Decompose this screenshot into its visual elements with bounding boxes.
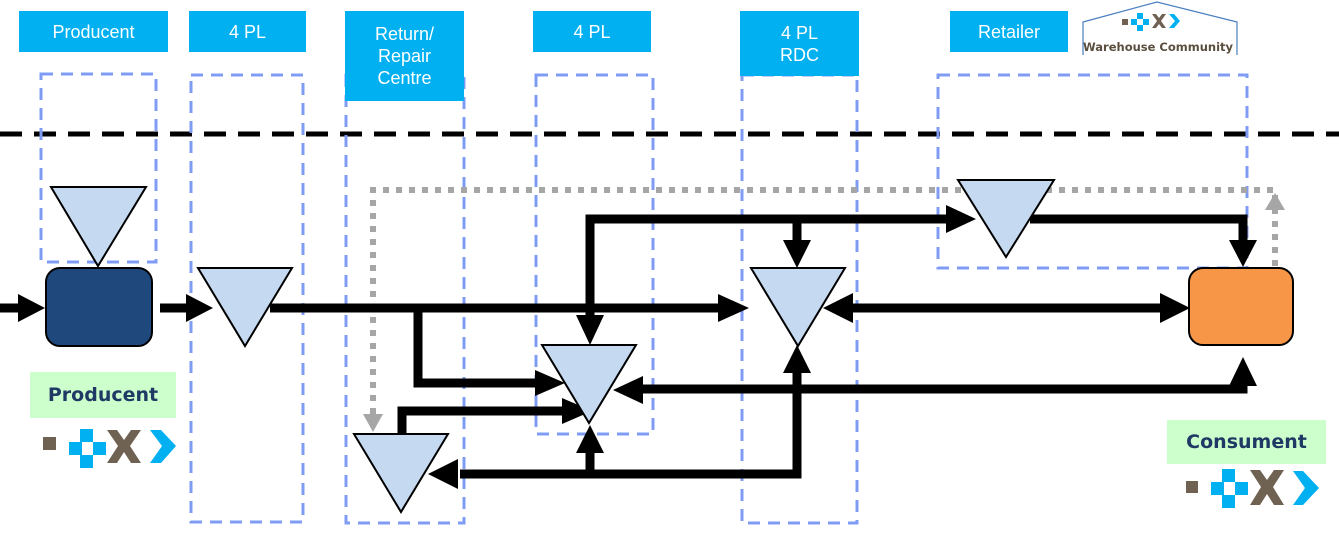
logo-house-outline bbox=[1082, 1, 1238, 55]
return-arrowhead-up bbox=[1265, 193, 1285, 210]
inventory-producent bbox=[49, 186, 148, 268]
consumer-node bbox=[1188, 267, 1294, 346]
header-4pl-a: 4 PL bbox=[189, 11, 306, 52]
arrowhead bbox=[535, 370, 565, 396]
logo-mark-consument bbox=[1186, 469, 1319, 508]
inventory-rdc bbox=[749, 267, 847, 348]
logo-mark-top bbox=[1122, 13, 1180, 31]
header-producent: Producent bbox=[19, 11, 168, 52]
flow-return-4pl-b bbox=[397, 406, 565, 436]
arrowhead bbox=[1160, 293, 1190, 323]
logo-mark-producent bbox=[43, 429, 176, 468]
flow-retailer-consumer bbox=[1030, 214, 1248, 245]
inventory-return-repair bbox=[352, 433, 450, 514]
logo-text: Warehouse Community bbox=[1083, 40, 1234, 54]
arrowhead bbox=[613, 376, 643, 404]
arrowhead bbox=[18, 294, 45, 322]
return-arrowhead-down bbox=[363, 414, 383, 432]
lane-4pl-rdc bbox=[740, 73, 859, 525]
lane-return-repair bbox=[344, 73, 466, 525]
inventory-retailer bbox=[956, 179, 1056, 259]
arrowhead bbox=[783, 240, 811, 268]
arrowhead bbox=[718, 294, 749, 322]
header-return-repair: Return/ Repair Centre bbox=[345, 11, 464, 101]
arrowhead bbox=[946, 205, 976, 233]
inventory-4pl-b bbox=[540, 344, 638, 425]
flow-top-retailer bbox=[585, 214, 948, 322]
producer-node bbox=[45, 267, 153, 347]
arrowhead bbox=[823, 293, 853, 323]
lane-retailer bbox=[936, 73, 1249, 270]
arrowhead bbox=[562, 398, 592, 424]
arrowhead bbox=[1229, 240, 1257, 267]
arrowhead bbox=[1229, 357, 1257, 386]
flow-bottom-return bbox=[460, 368, 802, 479]
flow-branch-4pl-b bbox=[413, 308, 535, 388]
inventory-4pl-a bbox=[196, 267, 294, 348]
arrowhead bbox=[186, 294, 213, 322]
flow-consumer-4pl-b bbox=[640, 375, 1248, 394]
arrowhead bbox=[428, 459, 458, 489]
header-4pl-b: 4 PL bbox=[533, 11, 651, 52]
header-retailer: Retailer bbox=[950, 11, 1068, 52]
arrowhead bbox=[576, 425, 604, 453]
header-4pl-rdc: 4 PL RDC bbox=[740, 11, 859, 76]
arrowhead bbox=[783, 345, 811, 373]
producer-label: Producent bbox=[30, 372, 176, 418]
arrowhead bbox=[576, 315, 604, 345]
consumer-label: Consument bbox=[1167, 420, 1326, 464]
